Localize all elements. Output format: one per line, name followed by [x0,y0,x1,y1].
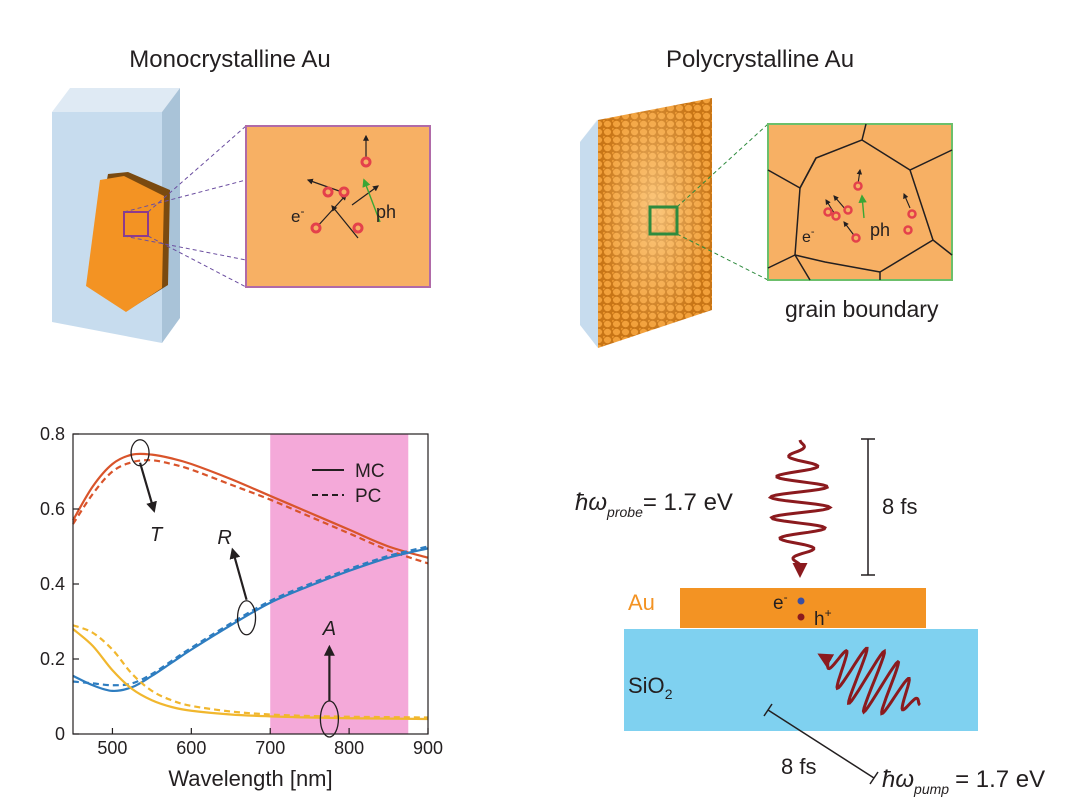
panel-b-title: Polycrystalline Au [666,46,854,73]
svg-text:e-: e- [291,204,304,226]
y-tick-label: 0.8 [40,424,65,444]
zoom-inset-poly: e- ph [767,123,953,281]
electron-particle [310,222,322,234]
annotation-label-A: A [322,618,336,640]
pump-pulse [817,646,921,716]
optical-spectra-chart: 500 600 700 800 900 0 0.2 0.4 0.6 0.8 Wavelength … [40,424,443,791]
electron-sup: - [784,590,788,604]
probe-pulse [767,439,833,578]
substrate-label: SiO [628,673,665,698]
grain-boundaries [767,123,953,281]
legend-label-PC: PC [355,486,381,507]
y-tick-label: 0.2 [40,649,65,669]
grain-boundary-label: grain boundary [785,296,939,322]
pump-energy-symbol: ħω [882,766,914,793]
annotation-ellipse-T [130,439,150,467]
svg-text:ħωpump= 1.7 eV: ħωpump = 1.7 eV [882,766,1045,797]
annotation-label-R: R [217,527,231,549]
electron-particle [907,209,917,219]
annotation-arrow-R [229,547,248,601]
annotation-label-T: T [150,524,164,546]
gold-flake [86,172,170,312]
electron-label: e [773,593,784,614]
series-A-PC [72,624,429,719]
probe-duration-label: 8 fs [882,494,917,519]
x-tick-label: 900 [413,738,443,758]
y-tick-label: 0 [55,724,65,744]
hole-label: h [814,609,825,630]
electron-particle [843,205,853,215]
series-R-PC [72,545,429,687]
x-tick-label: 700 [255,738,285,758]
zoom-lines [676,123,769,281]
svg-text:e-: e- [802,226,815,246]
electron-particle [352,222,364,234]
pump-duration-label: 8 fs [781,754,816,779]
phonon-label: ph [376,202,396,222]
probe-energy-value: = 1.7 eV [643,489,733,516]
substrate-label-sub: 2 [665,686,673,702]
electron-label: e [291,207,300,226]
series-A-MC [72,628,429,721]
annotation-ellipse-R [236,600,257,636]
probe-energy-symbol: ħω [575,489,607,516]
svg-text:SiO2: SiO2 [628,673,673,702]
pump-energy-sub: pump [913,781,949,797]
svg-text:ħωprobe= 1.7 eV: ħωprobe= 1.7 eV [575,489,733,520]
svg-text:h+: h+ [814,606,832,630]
x-tick-label: 800 [334,738,364,758]
zoom-region-marker [123,211,149,237]
series-T-MC [72,452,429,559]
zoom-inset-mono: e- ph [245,125,431,288]
shaded-region [270,434,409,734]
gold-label: Au [628,590,655,615]
substrate-layer [624,629,978,731]
hole-sup: + [825,606,832,620]
x-axis-label: Wavelength [nm] [168,766,332,791]
electron-particle [853,181,863,191]
svg-text:e-: e- [773,590,788,614]
probe-duration-bar [861,438,875,576]
zoom-lines [123,125,247,288]
y-tick-label: 0.6 [40,499,65,519]
electron-particle [851,233,861,243]
electron-particle [338,186,350,198]
electron-particle [903,225,913,235]
series-T-PC [72,459,429,565]
panel-monocrystalline: Monocrystalline Au [52,46,431,343]
panel-a-title: Monocrystalline Au [129,46,330,73]
electron-particle [823,207,833,217]
electron-label: e [802,229,811,246]
phonon-label: ph [870,220,890,240]
electron-particle [322,186,334,198]
y-tick-label: 0.4 [40,574,65,594]
x-tick-label: 600 [176,738,206,758]
panel-polycrystalline: Polycrystalline Au [580,46,953,348]
panel-pump-probe: Au SiO2 e- h+ 8 fs 8 fs ħωprobe= 1.7 eV [575,438,1045,797]
polycrystalline-film [598,98,712,348]
zoom-region-marker [648,205,679,236]
pump-duration-bar [763,703,879,785]
pump-energy-value: = 1.7 eV [955,766,1045,793]
annotation-arrow-T [138,462,157,513]
legend-label-MC: MC [355,461,385,482]
electron-particle [831,211,841,221]
annotations: T R A [130,439,340,738]
electron-sup: - [811,226,815,238]
hole-dot [797,613,805,621]
gold-layer [680,588,926,628]
legend: MC PC [312,461,385,507]
electron-dot [797,597,805,605]
x-tick-label: 500 [97,738,127,758]
electron-particle [360,156,372,168]
electron-sup: - [300,204,304,218]
probe-energy-sub: probe [606,504,643,520]
series-R-MC [72,547,429,693]
